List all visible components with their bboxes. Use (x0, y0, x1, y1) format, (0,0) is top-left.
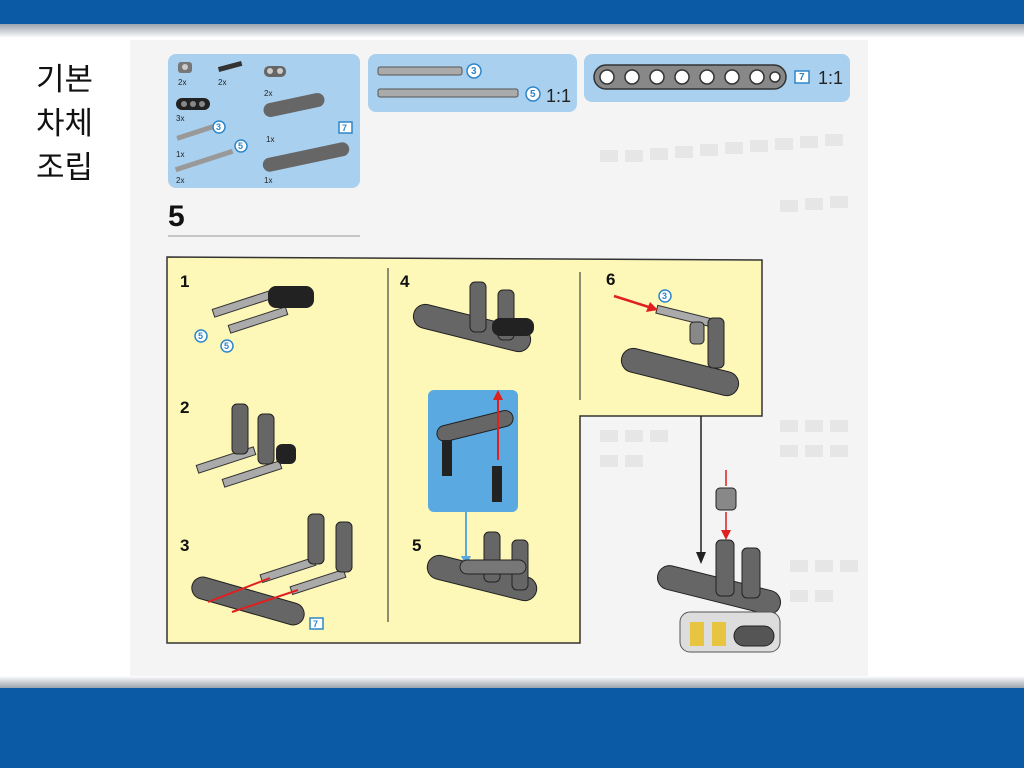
final-assembly-illustration (657, 416, 781, 653)
substep-3-illustration (191, 513, 353, 630)
substep-1-axle-label-a: 5 (198, 331, 204, 341)
title-line-2: 차체 (36, 106, 94, 142)
part-count-2: 2x (218, 78, 227, 87)
substep-2-illustration (195, 403, 296, 488)
beam-7-length-label: 7 (342, 123, 348, 133)
part-count-1: 2x (178, 78, 187, 87)
axle-3-length-label: 3 (216, 122, 222, 132)
substep-6-illustration (613, 289, 740, 397)
beam-5-icon (263, 93, 325, 117)
black-beam-3-icon (176, 98, 210, 110)
part-count-3: 2x (264, 89, 273, 98)
axle-pin-icon (217, 60, 243, 73)
substep-1-axle-label-b: 5 (224, 341, 230, 351)
substep-6-number: 6 (606, 270, 616, 289)
axle-scale-5-label: 5 (530, 89, 536, 100)
slide-title: 기본 차체 조립 (36, 58, 116, 190)
part-count-6: 1x (176, 150, 185, 159)
substep-1-number: 1 (180, 272, 190, 291)
bottom-footer-bar (0, 688, 1024, 768)
title-line-3: 조립 (36, 150, 94, 186)
axle-scale-3-label: 3 (471, 66, 477, 77)
substep-1-illustration (194, 286, 314, 353)
part-count-4: 3x (176, 114, 185, 123)
header-shadow (0, 24, 1024, 38)
beam-scale-ratio: 1:1 (818, 68, 844, 88)
substep-2-number: 2 (180, 398, 190, 417)
part-count-7: 2x (176, 176, 185, 185)
substep-3-beam-label: 7 (313, 619, 319, 629)
substep-5-callout (428, 390, 518, 566)
substep-5-number: 5 (412, 536, 422, 555)
connector-block-icon (264, 66, 286, 77)
substep-4-number: 4 (400, 272, 410, 291)
beam-7-icon (262, 142, 350, 172)
footer-shadow (0, 676, 1024, 688)
top-header-bar (0, 0, 1024, 24)
axle-3-icon (176, 124, 214, 141)
part-count-8: 1x (264, 176, 273, 185)
part-count-5: 1x (266, 135, 275, 144)
beam-scale-7-label: 7 (799, 72, 805, 83)
substep-3-number: 3 (180, 536, 190, 555)
substep-6-axle-label: 3 (662, 291, 668, 301)
axle-scale-ratio: 1:1 (546, 86, 572, 106)
axle-5-length-label: 5 (238, 141, 244, 151)
substep-4-illustration (412, 281, 534, 353)
substep-5-illustration (426, 531, 538, 602)
title-line-1: 기본 (36, 62, 94, 98)
axle-5-icon (174, 148, 234, 173)
connector-peg-icon (178, 62, 192, 73)
step-number: 5 (168, 200, 185, 233)
